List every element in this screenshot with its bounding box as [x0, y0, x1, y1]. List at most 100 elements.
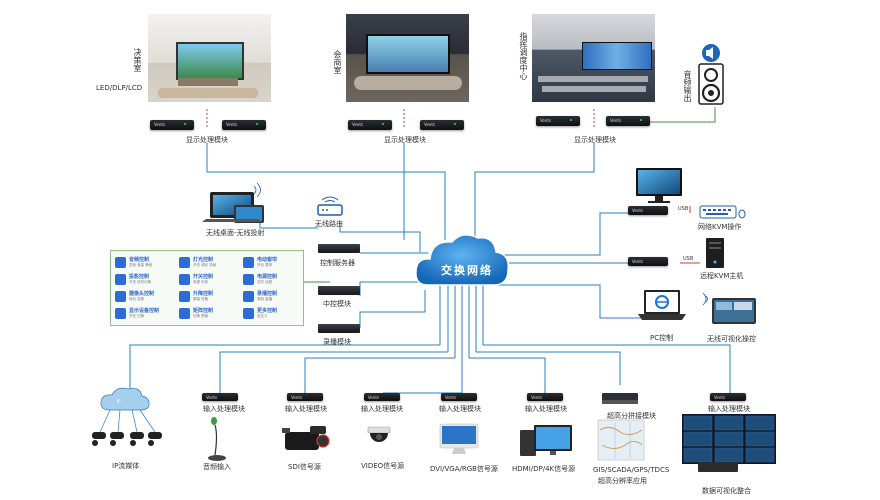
hdmi-source-label: HDMI/DP/4K信号源 [512, 465, 576, 473]
control-server-label: 控制服务器 [320, 259, 355, 267]
feature-item: 显示设备控制开关 切换 [115, 307, 177, 323]
display-module-label-2: 显示处理模块 [384, 136, 426, 144]
network-kvm-label: 网络KVM操作 [698, 223, 742, 231]
input-module-label-6: 输入处理模块 [708, 405, 750, 413]
control-server-device [318, 244, 360, 253]
wireless-tablet-icon [702, 292, 756, 324]
feature-item: 电动窗帘开合 暂停 [243, 256, 305, 272]
feature-item: 录播控制录制 直播 [243, 290, 305, 306]
map-icon [597, 419, 645, 461]
line-center [359, 281, 430, 296]
microphone-icon [208, 417, 226, 461]
center-control-label: 中控模块 [323, 300, 351, 308]
control-features-panel: 音频控制混音 音量 静音 灯光控制开关 调光 场景 电动窗帘开合 暂停 投影控制… [110, 250, 304, 326]
feature-icon [115, 257, 126, 268]
sdi-source-label: SDI信号源 [288, 463, 321, 471]
wireless-visual-label: 无线可视化操控 [707, 335, 756, 343]
feature-item: 投影控制开关 信号切换 [115, 273, 177, 289]
wireless-desktop-icon [202, 182, 264, 223]
usb-label-2: USB [683, 256, 694, 262]
decision-room-tech: LED/DLP/LCD [96, 84, 143, 92]
center-control-device [318, 286, 360, 295]
input-device: Vents [527, 393, 563, 401]
audio-input-label: 音频输入 [203, 463, 231, 471]
display-device: Vents [348, 120, 392, 130]
input-device: Vents [287, 393, 323, 401]
line-router [339, 222, 421, 252]
hd-splice-label: 超高分拼接模块 [607, 412, 656, 420]
feature-icon [243, 257, 254, 268]
display-module-label-3: 显示处理模块 [574, 136, 616, 144]
feature-item: 音频控制混音 音量 静音 [115, 256, 177, 272]
data-visual-label: 数据可视化整合 [702, 487, 751, 495]
wireless-desktop-label: 无线桌面-无线投射 [206, 229, 265, 237]
pc-tower-icon [706, 238, 724, 268]
input-module-label-4: 输入处理模块 [439, 405, 481, 413]
dome-camera-icon [367, 426, 391, 442]
network-cloud-label: 交换网络 [441, 264, 493, 277]
feature-icon [115, 274, 126, 285]
line-command [474, 143, 595, 240]
feature-icon [179, 257, 190, 268]
input-module-label-5: 输入处理模块 [525, 405, 567, 413]
feature-item: 更多控制自定义 [243, 307, 305, 323]
ip-cloud-icon [100, 387, 150, 411]
remote-kvm-host-label: 远程KVM主机 [700, 272, 744, 280]
recording-label: 录播模块 [323, 338, 351, 346]
data-visual-wall-icon [682, 414, 776, 472]
svg-text:IP: IP [117, 399, 121, 404]
feature-item: 电源控制定时 远程 [243, 273, 305, 289]
feature-item: 开关控制电源 时序 [179, 273, 241, 289]
input-device: Vents [710, 393, 746, 401]
line-pc [495, 284, 660, 319]
imac-icon [439, 423, 479, 454]
input-device: Vents [202, 393, 238, 401]
feature-item: 摄像头控制转动 变焦 [115, 290, 177, 306]
display-device: Vents [222, 120, 266, 130]
wireless-router-label: 无线路由 [315, 220, 343, 228]
feature-item: 升降控制屏幕 设备 [179, 290, 241, 306]
kvm-device: Vents [628, 206, 668, 215]
kvm-host-device: Vents [628, 257, 668, 266]
monitor-icon [636, 168, 682, 203]
line-record [359, 290, 426, 328]
feature-icon [243, 291, 254, 302]
line-kvm [500, 212, 660, 256]
input-module-label-3: 输入处理模块 [361, 405, 403, 413]
input-device: Vents [441, 393, 477, 401]
rack-server-icon [602, 393, 638, 404]
wireless-router-icon [317, 196, 343, 216]
video-source-label: VIDEO信号源 [361, 462, 405, 470]
input-module-label-1: 输入处理模块 [203, 405, 245, 413]
display-module-label-1: 显示处理模块 [186, 136, 228, 144]
meeting-room-image [346, 14, 469, 102]
input-device: Vents [364, 393, 400, 401]
command-center-image [532, 14, 655, 102]
meeting-room-label: 会商室 [333, 50, 342, 74]
network-cloud [415, 234, 509, 286]
line-decision [206, 143, 446, 240]
ip-cameras-icon [92, 432, 162, 446]
feature-icon [179, 308, 190, 319]
recording-device [318, 324, 360, 333]
feature-item: 矩阵控制切换 预案 [179, 307, 241, 323]
display-device: Vents [536, 116, 580, 126]
feature-icon [115, 291, 126, 302]
feature-icon [243, 274, 254, 285]
feature-item: 灯光控制开关 调光 场景 [179, 256, 241, 272]
pc-control-label: PC控制 [650, 334, 674, 342]
usb-label-1: USB [678, 206, 689, 212]
feature-icon [179, 291, 190, 302]
keyboard-icon [699, 205, 746, 219]
feature-icon [243, 308, 254, 319]
command-center-label: 指挥调度中心 [519, 32, 528, 80]
speaker-icon [698, 44, 724, 105]
input-module-label-2: 输入处理模块 [285, 405, 327, 413]
feature-icon [179, 274, 190, 285]
display-device: Vents [150, 120, 194, 130]
ip-stream-label: IP流媒体 [112, 462, 140, 470]
decision-room-image [148, 14, 271, 102]
display-device: Vents [420, 120, 464, 130]
audio-output-label: 音频输出 [683, 70, 692, 102]
